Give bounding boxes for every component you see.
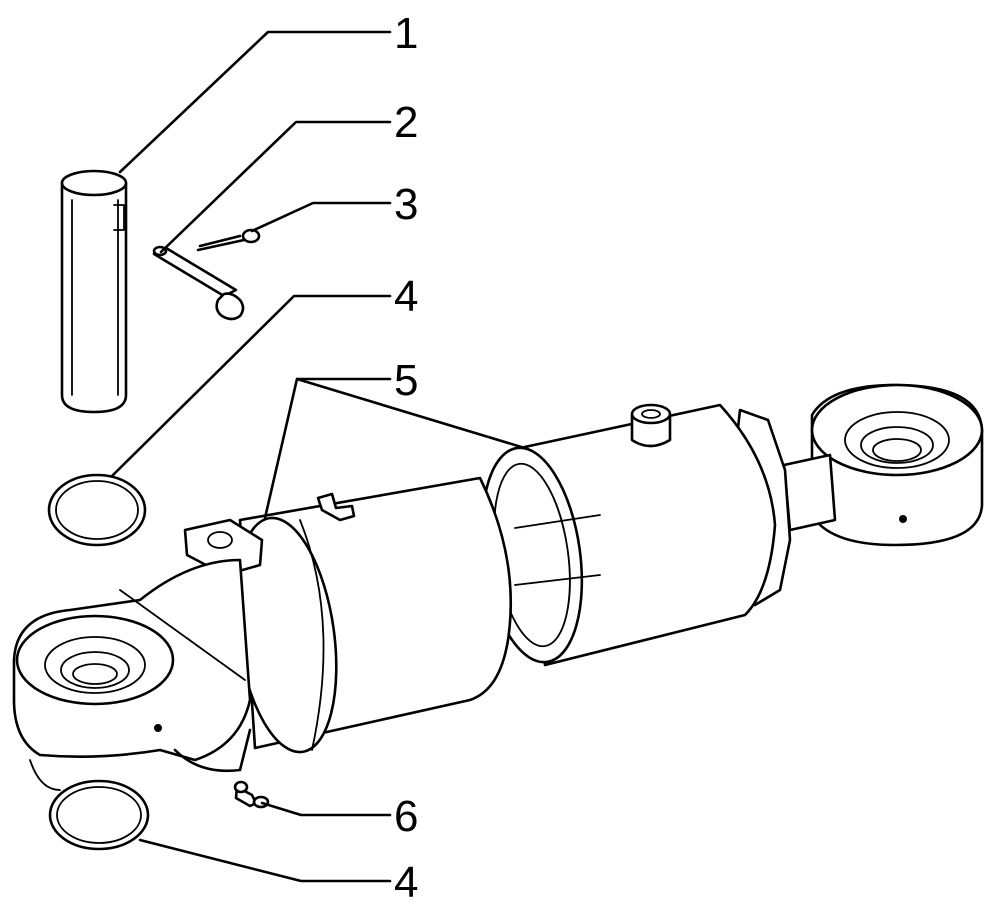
leader-line-2 bbox=[159, 120, 392, 254]
callout-4-upper: 4 bbox=[394, 272, 418, 321]
leader-line-6 bbox=[260, 801, 392, 817]
callout-5: 5 bbox=[394, 356, 418, 405]
pin-part bbox=[60, 169, 128, 414]
callout-1: 1 bbox=[394, 9, 418, 58]
hydraulic-cylinder-part bbox=[12, 383, 984, 791]
leader-line-4-upper bbox=[110, 294, 392, 478]
leader-lines bbox=[110, 30, 530, 883]
cotter-pin-part bbox=[196, 228, 261, 252]
seal-ring-lower bbox=[48, 779, 150, 851]
callout-6: 6 bbox=[394, 792, 418, 841]
seal-ring-upper bbox=[47, 473, 147, 547]
leader-line-4-lower bbox=[138, 838, 392, 883]
leader-line-1 bbox=[118, 30, 392, 174]
callout-2: 2 bbox=[394, 98, 418, 147]
leader-line-3 bbox=[250, 201, 392, 233]
clevis-pin-part bbox=[152, 245, 245, 321]
callout-labels: 1 2 3 4 5 6 4 bbox=[394, 9, 418, 907]
callout-3: 3 bbox=[394, 180, 418, 229]
grease-fitting-part bbox=[233, 780, 270, 809]
callout-4-lower: 4 bbox=[394, 858, 418, 907]
leader-line-5b bbox=[295, 377, 530, 451]
